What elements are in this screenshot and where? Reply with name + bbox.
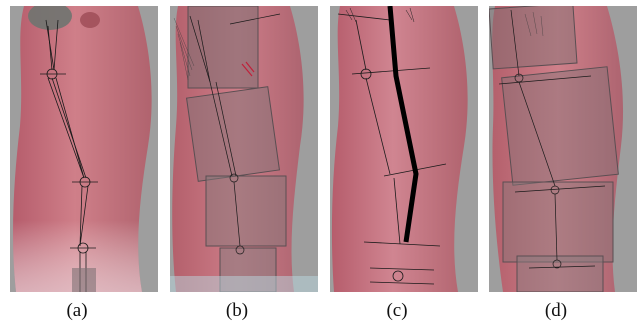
panel-c	[330, 6, 478, 292]
panel-b-render	[170, 6, 318, 292]
caption-b: (b)	[163, 300, 311, 322]
caption-d: (d)	[482, 300, 630, 322]
panel-a	[10, 6, 158, 292]
panel-d-render	[489, 6, 637, 292]
panel-c-render	[330, 6, 478, 292]
caption-c: (c)	[323, 300, 471, 322]
caption-a: (a)	[3, 300, 151, 322]
panel-a-render	[10, 6, 158, 292]
panel-d	[489, 6, 637, 292]
panel-b	[170, 6, 318, 292]
